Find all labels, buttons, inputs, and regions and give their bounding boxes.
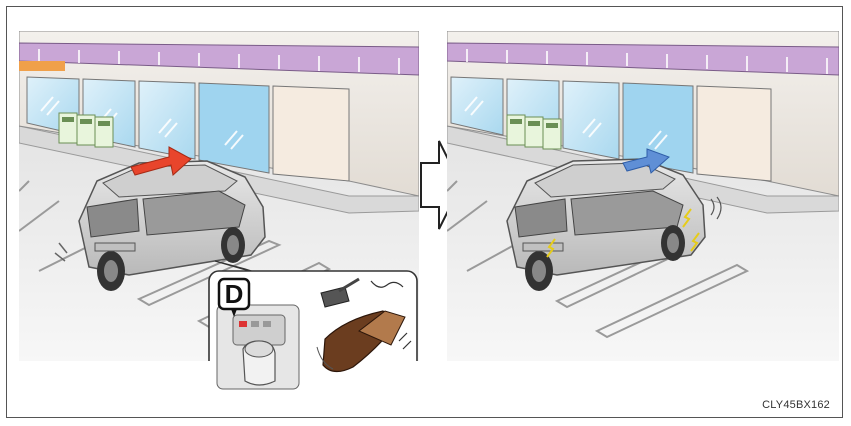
store-sign-strip — [19, 61, 65, 71]
illustration-frame: D — [6, 6, 843, 418]
recycle-bins-after — [506, 114, 562, 150]
scene-before-drawing — [19, 31, 419, 361]
callout-content: D — [209, 271, 417, 393]
gear-indicator-badge: D — [217, 277, 251, 317]
brake-pedal-icon — [316, 277, 412, 373]
gear-indicator-label: D — [225, 279, 244, 309]
suv-car-after — [506, 158, 722, 291]
scene-after-panel — [447, 31, 847, 361]
storefront-windows-after — [450, 76, 772, 182]
reverse-motion-arrow-icon — [622, 148, 670, 174]
scene-before-panel — [19, 31, 419, 361]
recycle-bins — [58, 112, 114, 148]
callout-drawing: D — [216, 277, 412, 390]
scene-after-drawing — [447, 31, 839, 361]
forward-motion-arrow-icon — [130, 146, 192, 176]
shift-lever-icon — [216, 304, 300, 390]
store-awning-after — [447, 42, 839, 76]
figure-code: CLY45BX162 — [762, 399, 830, 411]
